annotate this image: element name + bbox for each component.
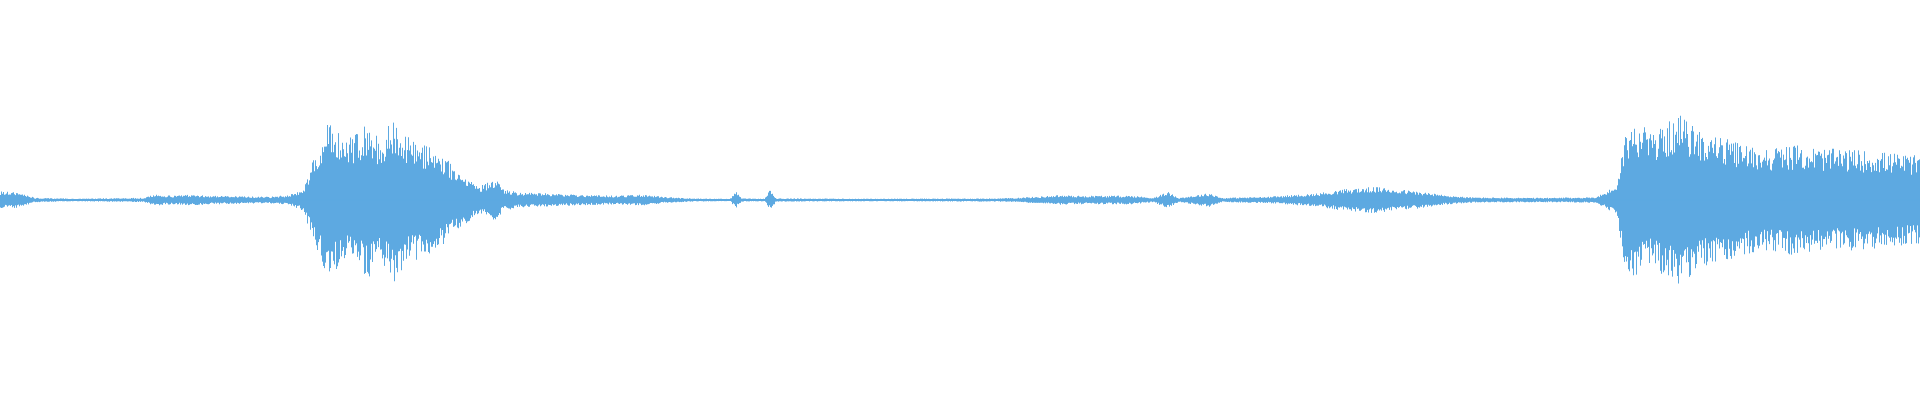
audio-waveform xyxy=(0,115,1920,284)
waveform-panel xyxy=(0,115,1920,284)
